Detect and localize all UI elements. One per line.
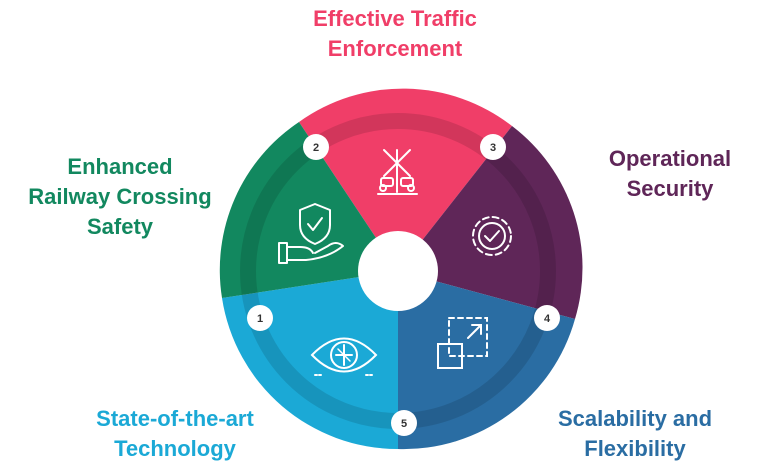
- gear-check-icon: [472, 216, 512, 256]
- svg-text:1: 1: [257, 313, 263, 325]
- shield-hand-icon: [278, 203, 344, 264]
- svg-text:3: 3: [490, 142, 496, 154]
- svg-text:4: 4: [544, 313, 551, 325]
- svg-text:5: 5: [401, 418, 407, 430]
- badge-3: 3: [480, 134, 506, 160]
- label-state-of-the-art-technology: State-of-the-art Technology: [96, 406, 254, 461]
- badge-5: 5: [391, 410, 417, 436]
- eye-analytics-icon: [310, 337, 378, 376]
- label-enhanced-railway-crossing-safety: Enhanced Railway Crossing Safety: [28, 154, 212, 239]
- label-operational-security: Operational Security: [608, 146, 732, 201]
- svg-text:2: 2: [313, 142, 319, 154]
- segment-enhanced-railway-crossing-safety: [219, 122, 398, 298]
- badge-4: 4: [534, 305, 560, 331]
- label-scalability-flexibility: Scalability and Flexibility: [557, 406, 713, 461]
- railway-crossing-icon: [377, 149, 418, 195]
- badge-1: 1: [247, 305, 273, 331]
- center-hub: [358, 231, 438, 311]
- label-effective-traffic-enforcement: Effective Traffic Enforcement: [313, 6, 477, 61]
- expand-square-icon: [437, 317, 488, 369]
- segment-effective-traffic-enforcement: [299, 88, 512, 271]
- segment-scalability-flexibility: [398, 271, 575, 450]
- badge-2: 2: [303, 134, 329, 160]
